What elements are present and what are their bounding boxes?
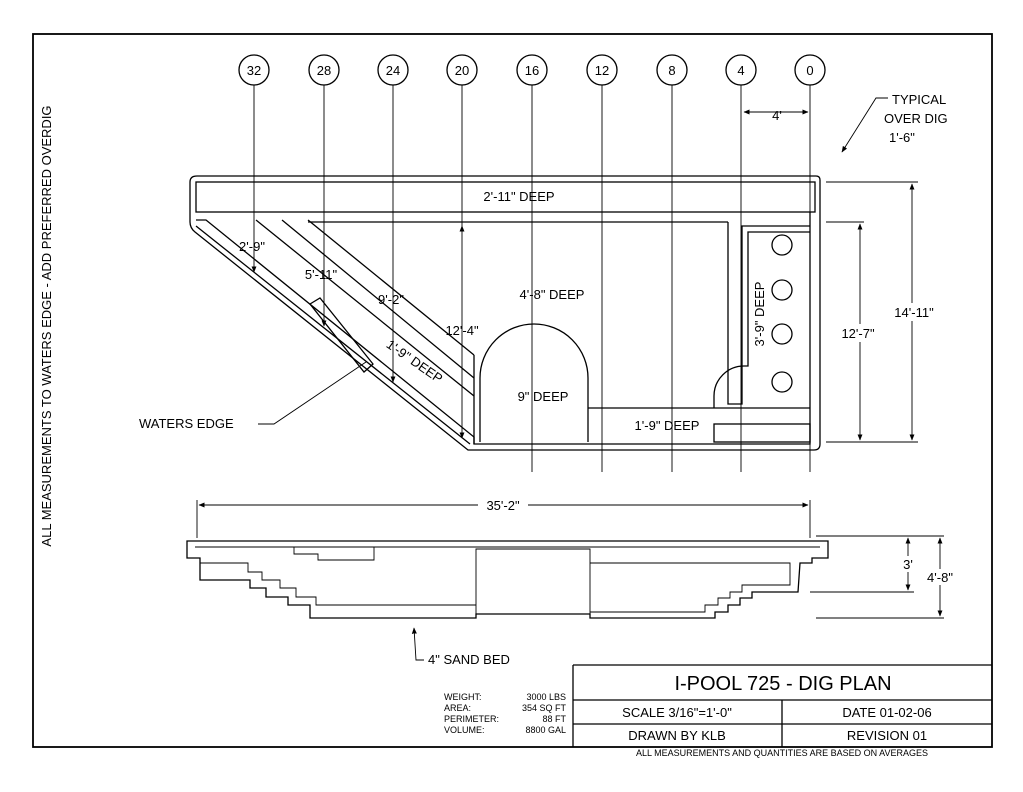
drawn-by-text: DRAWN BY KLB [628,728,726,743]
station-label: 16 [525,63,539,78]
dim-12-4-label: 12'-4" [445,323,479,338]
spec-value: 3000 LBS [526,692,566,702]
spec-value: 88 FT [542,714,566,724]
station-label: 4 [737,63,744,78]
shallow-depth-label: 3' [903,557,913,572]
overdig-leader [841,97,888,153]
waters-edge-leader [258,361,367,425]
station-markers: 32 28 24 20 16 12 8 4 0 [238,54,826,86]
spec-label: WEIGHT: [444,692,482,702]
overdig-note: OVER DIG [884,111,948,126]
step-depth: 3'-9" DEEP [752,282,767,347]
dim-12-7-label: 12'-7" [841,326,875,341]
dim-2-9-label: 2'-9" [239,239,265,254]
sun-shelf-depth: 9" DEEP [518,389,569,404]
main-depth: 4'-8" DEEP [520,287,585,302]
spec-table: WEIGHT: 3000 LBS AREA: 354 SQ FT PERIMET… [444,692,567,735]
station-label: 8 [668,63,675,78]
dim-5-11-label: 5'-11" [305,267,338,282]
bench-depth: 1'-9" DEEP [635,418,700,433]
sheet-border [32,33,993,748]
pool-plan [189,175,821,451]
spec-label: VOLUME: [444,725,485,735]
length-dimension-label: 35'-2" [486,498,520,513]
top-bench-depth: 2'-11" DEEP [483,189,554,204]
spec-label: AREA: [444,703,471,713]
overdig-note: TYPICAL [892,92,946,107]
title-block: I-POOL 725 - DIG PLAN SCALE 3/16"=1'-0" … [572,664,992,747]
sand-bed-leader [411,627,424,661]
station-label: 24 [386,63,400,78]
scale-text: SCALE 3/16"=1'-0" [622,705,732,720]
overdig-note: 1'-6" [889,130,915,145]
dim-9-2-label: 9'-2" [378,292,404,307]
station-lines [253,85,811,472]
deep-depth-label: 4'-8" [927,570,953,585]
revision-text: REVISION 01 [847,728,927,743]
spec-value: 354 SQ FT [522,703,567,713]
station-label: 12 [595,63,609,78]
date-text: DATE 01-02-06 [842,705,931,720]
spec-label: PERIMETER: [444,714,499,724]
dim-14-11-label: 14'-11" [894,305,934,320]
spec-value: 8800 GAL [525,725,566,735]
footer-note: ALL MEASUREMENTS AND QUANTITIES ARE BASE… [636,748,928,758]
sand-bed-label: 4" SAND BED [428,652,510,667]
station-label: 0 [806,63,813,78]
station-label: 20 [455,63,469,78]
drawing-title: I-POOL 725 - DIG PLAN [674,673,891,695]
waters-edge-label: WATERS EDGE [139,416,234,431]
station-label: 32 [247,63,261,78]
station-label: 28 [317,63,331,78]
side-note: ALL MEASUREMENTS TO WATERS EDGE - ADD PR… [39,105,54,546]
spacing-dimension-label: 4' [772,108,782,123]
pool-section [186,540,829,619]
